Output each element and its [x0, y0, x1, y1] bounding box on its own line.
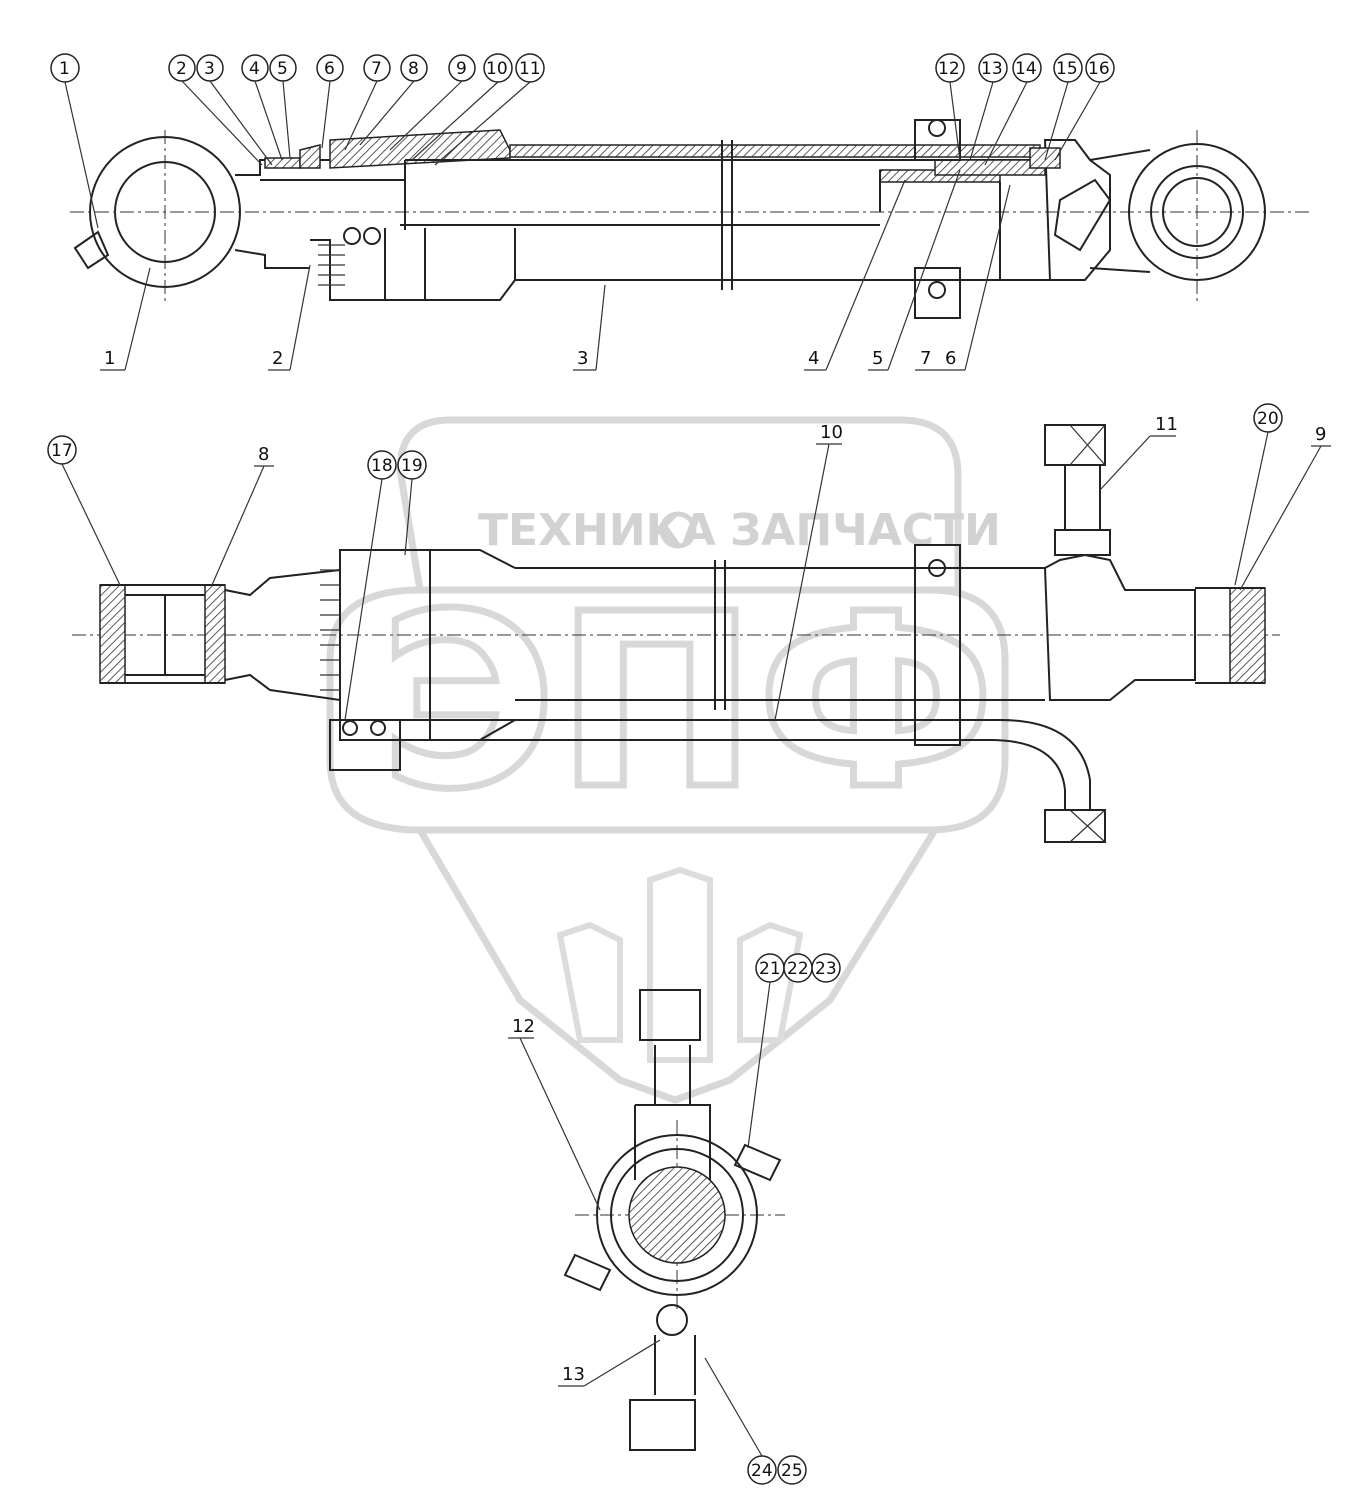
svg-text:5: 5 — [277, 59, 288, 79]
wheat-sheaf-icon — [556, 866, 804, 1063]
svg-text:9: 9 — [456, 59, 467, 79]
callout-22: 22 — [783, 953, 813, 983]
callout-1: 1 — [50, 53, 80, 83]
svg-text:4: 4 — [249, 59, 260, 79]
label-8: 8 — [258, 444, 269, 465]
svg-text:15: 15 — [1056, 59, 1078, 79]
middle-view — [72, 424, 1280, 843]
svg-text:16: 16 — [1088, 59, 1110, 79]
bottom-view-labels: 12 13 — [508, 1016, 661, 1387]
svg-text:7: 7 — [371, 59, 382, 79]
svg-text:10: 10 — [486, 59, 508, 79]
svg-text:22: 22 — [787, 959, 809, 979]
callout-5: 5 — [269, 54, 297, 82]
callout-15: 15 — [1053, 53, 1083, 83]
svg-text:20: 20 — [1257, 409, 1279, 429]
svg-text:21: 21 — [759, 959, 781, 979]
label-10: 10 — [820, 422, 843, 443]
label-2: 2 — [272, 348, 283, 369]
callout-13: 13 — [978, 53, 1008, 83]
svg-text:6: 6 — [324, 59, 335, 79]
callout-11: 11 — [515, 53, 545, 83]
top-view-labels: 1 2 3 4 5 7 6 — [100, 169, 1011, 371]
callout-8: 8 — [400, 54, 428, 82]
watermark-text-right: ЗАПЧАСТИ — [730, 505, 1001, 556]
middle-view-callouts: 17 18 19 20 — [47, 403, 1283, 721]
label-7: 7 — [920, 348, 931, 369]
label-3: 3 — [577, 348, 588, 369]
callout-17: 17 — [47, 435, 77, 465]
callout-16: 16 — [1085, 53, 1115, 83]
label-5: 5 — [872, 348, 883, 369]
watermark-logo-letters: ЭПФ — [380, 562, 995, 842]
label-11: 11 — [1155, 414, 1178, 435]
callout-20: 20 — [1253, 403, 1283, 433]
middle-view-labels: 8 10 11 9 — [211, 414, 1331, 721]
callout-14: 14 — [1012, 53, 1042, 83]
callout-19: 19 — [397, 450, 427, 480]
svg-text:12: 12 — [938, 59, 960, 79]
svg-text:14: 14 — [1015, 59, 1037, 79]
label-13: 13 — [562, 1364, 585, 1385]
svg-text:19: 19 — [401, 456, 423, 476]
callout-25: 25 — [777, 1455, 807, 1485]
callout-6: 6 — [316, 54, 344, 82]
bottom-view-callouts: 21 22 23 24 25 — [704, 953, 841, 1485]
top-view-section — [70, 119, 1310, 319]
svg-text:25: 25 — [781, 1461, 803, 1481]
callout-4: 4 — [241, 54, 269, 82]
watermark: ТЕХНИКА ЗАПЧАСТИ ЭПФ — [326, 416, 1009, 1104]
svg-text:17: 17 — [51, 441, 73, 461]
svg-text:18: 18 — [371, 456, 393, 476]
top-view-callouts: 1 2 3 4 5 6 7 8 9 10 11 12 13 14 15 16 — [50, 53, 1115, 229]
label-12: 12 — [512, 1016, 535, 1037]
label-9: 9 — [1315, 424, 1326, 445]
label-1: 1 — [104, 348, 115, 369]
callout-18: 18 — [367, 450, 397, 480]
callout-7: 7 — [363, 54, 391, 82]
callout-10: 10 — [483, 53, 513, 83]
svg-text:24: 24 — [751, 1461, 773, 1481]
callout-3: 3 — [196, 54, 224, 82]
callout-24: 24 — [747, 1455, 777, 1485]
callout-21: 21 — [755, 953, 785, 983]
callout-9: 9 — [448, 54, 476, 82]
svg-text:1: 1 — [59, 59, 70, 79]
svg-text:11: 11 — [519, 59, 541, 79]
label-6: 6 — [945, 348, 956, 369]
callout-23: 23 — [811, 953, 841, 983]
bottom-view — [563, 989, 785, 1451]
svg-text:3: 3 — [204, 59, 215, 79]
svg-text:2: 2 — [176, 59, 187, 79]
svg-text:23: 23 — [815, 959, 837, 979]
callout-12: 12 — [935, 53, 965, 83]
callout-2: 2 — [168, 54, 196, 82]
label-4: 4 — [808, 348, 819, 369]
svg-text:8: 8 — [408, 59, 419, 79]
svg-text:13: 13 — [981, 59, 1003, 79]
gear-icon — [659, 511, 697, 549]
